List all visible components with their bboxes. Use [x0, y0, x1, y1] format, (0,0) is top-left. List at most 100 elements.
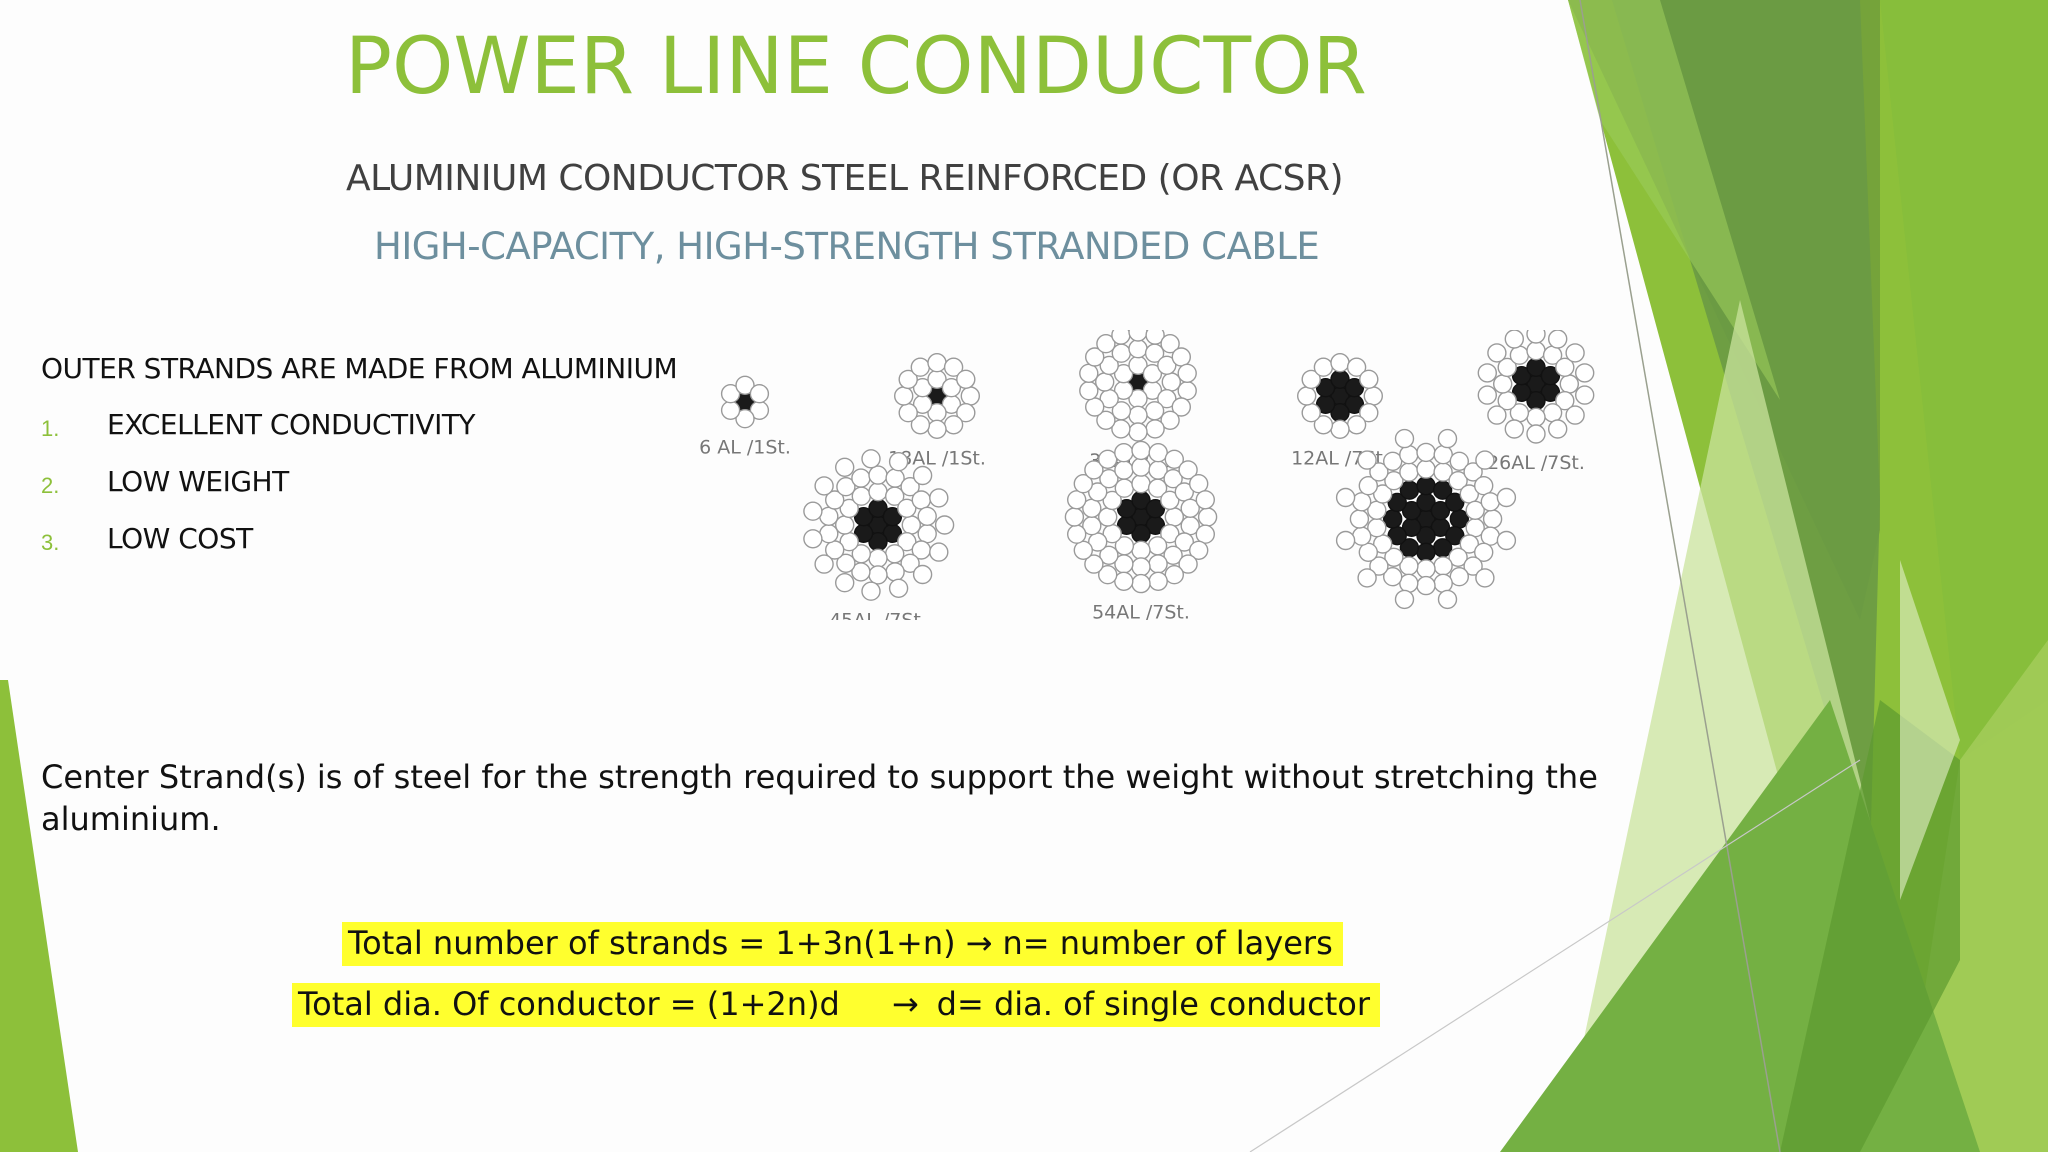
aluminium-strand [1085, 347, 1105, 367]
aluminium-strand [1164, 564, 1184, 585]
steel-strand [1416, 542, 1436, 563]
aluminium-strand [851, 562, 871, 582]
aluminium-strand [1394, 589, 1415, 610]
aluminium-strand [1487, 405, 1507, 425]
aluminium-strand [735, 408, 755, 429]
aluminium-strand [1463, 556, 1483, 576]
diameter-formula: Total dia. Of conductor = (1+2n)d→d= dia… [292, 983, 1380, 1027]
aluminium-strand [824, 490, 845, 510]
aluminium-strand [1180, 498, 1200, 519]
aluminium-strand [1131, 440, 1151, 461]
steel-strand [1401, 500, 1422, 521]
steel-strand [1145, 498, 1166, 519]
deco-facet [1568, 0, 1780, 400]
aluminium-strand [1448, 547, 1468, 568]
aluminium-strand [1416, 559, 1436, 579]
cable-label: 26AL /7St. [1487, 452, 1585, 474]
aluminium-strand [1131, 457, 1151, 477]
aluminium-strand [1373, 484, 1393, 504]
aluminium-strand [901, 515, 922, 535]
aluminium-strand [1145, 330, 1165, 345]
list-number: 3. [41, 530, 60, 555]
aluminium-strand [1128, 339, 1148, 359]
aluminium-strand [1096, 410, 1116, 431]
list-number: 2. [41, 473, 60, 498]
aluminium-strand [1433, 573, 1453, 594]
aluminium-strand [1349, 509, 1370, 529]
aluminium-strand [1095, 372, 1115, 392]
aluminium-strand [1559, 374, 1579, 394]
aluminium-strand [1383, 451, 1403, 472]
aluminium-strand [1174, 532, 1194, 552]
aluminium-strand [1459, 534, 1479, 554]
aluminium-strand [1474, 475, 1494, 496]
aluminium-strand [1114, 460, 1134, 480]
cable-cross-section: 54AL /19St. [1335, 428, 1517, 610]
steel-strand [1416, 475, 1436, 496]
aluminium-strand [1448, 470, 1468, 491]
aluminium-strand [1416, 575, 1436, 596]
aluminium-strand [851, 468, 871, 488]
aluminium-strand [1575, 385, 1595, 405]
steel-strand [853, 506, 874, 527]
strands-formula-left: Total number of strands = 1+3n(1+n) [348, 924, 956, 962]
aluminium-strand [1482, 509, 1503, 529]
aluminium-strand [1113, 364, 1134, 384]
aluminium-strand [1437, 589, 1458, 610]
conductor-cross-sections: 6 AL /1St.18AL /1St.36AL /1St.12AL /7St.… [699, 330, 1595, 620]
aluminium-strand [868, 481, 888, 502]
aluminium-strand [1358, 542, 1378, 563]
aluminium-strand [749, 384, 770, 404]
aluminium-strand [1301, 402, 1321, 423]
aluminium-strand [917, 506, 937, 527]
steel-strand [1449, 509, 1469, 529]
slide-tagline: HIGH-CAPACITY, HIGH-STRENGTH STRANDED CA… [374, 225, 1320, 268]
aluminium-strand [1098, 507, 1118, 527]
aluminium-strand [1346, 357, 1367, 377]
aluminium-strand [1088, 482, 1108, 502]
aluminium-strand [814, 476, 834, 496]
aluminium-strand [1399, 444, 1419, 465]
aluminium-strand [1359, 402, 1379, 423]
slide-title: POWER LINE CONDUCTOR [345, 22, 1367, 112]
list-number: 1. [41, 416, 60, 441]
aluminium-strand [956, 369, 976, 389]
slide-subtitle: ALUMINIUM CONDUCTOR STEEL REINFORCED (OR… [346, 158, 1344, 199]
aluminium-strand [1160, 333, 1180, 354]
steel-strand [1432, 538, 1453, 558]
steel-strand [1383, 509, 1403, 529]
aluminium-strand [1548, 330, 1568, 349]
aluminium-strand [1357, 568, 1377, 588]
aluminium-strand [1475, 568, 1495, 588]
list-text: LOW COST [107, 522, 253, 555]
aluminium-strand [1171, 347, 1191, 367]
steel-strand [1344, 378, 1365, 398]
aluminium-strand [839, 498, 859, 519]
aluminium-strand [1195, 490, 1215, 510]
aluminium-strand [1145, 419, 1165, 439]
aluminium-strand [1335, 487, 1356, 508]
aluminium-strand [1335, 530, 1356, 551]
aluminium-strand [1189, 473, 1209, 494]
aluminium-strand [834, 457, 855, 478]
aluminium-strand [1099, 545, 1119, 566]
aluminium-strand [943, 415, 964, 435]
deco-line [1579, 0, 1781, 1152]
aluminium-strand [1555, 357, 1575, 377]
diameter-formula-right: d= dia. of single conductor [936, 985, 1370, 1023]
aluminium-strand [836, 553, 856, 574]
steel-strand [1430, 500, 1451, 521]
aluminium-strand [1496, 530, 1517, 551]
aluminium-strand [836, 476, 856, 497]
steel-strand [1116, 498, 1137, 519]
aluminium-strand [1493, 374, 1513, 394]
aluminium-strand [1449, 451, 1469, 472]
steel-strand [1315, 378, 1336, 398]
aluminium-strand [1437, 428, 1458, 449]
aluminium-strand [1128, 330, 1148, 342]
aluminium-strand [1555, 390, 1575, 411]
cable-cross-section: 45AL /7St. [803, 449, 955, 620]
aluminium-strand [1359, 369, 1379, 389]
deco-line [1249, 759, 1861, 1152]
aluminium-strand [912, 564, 933, 585]
